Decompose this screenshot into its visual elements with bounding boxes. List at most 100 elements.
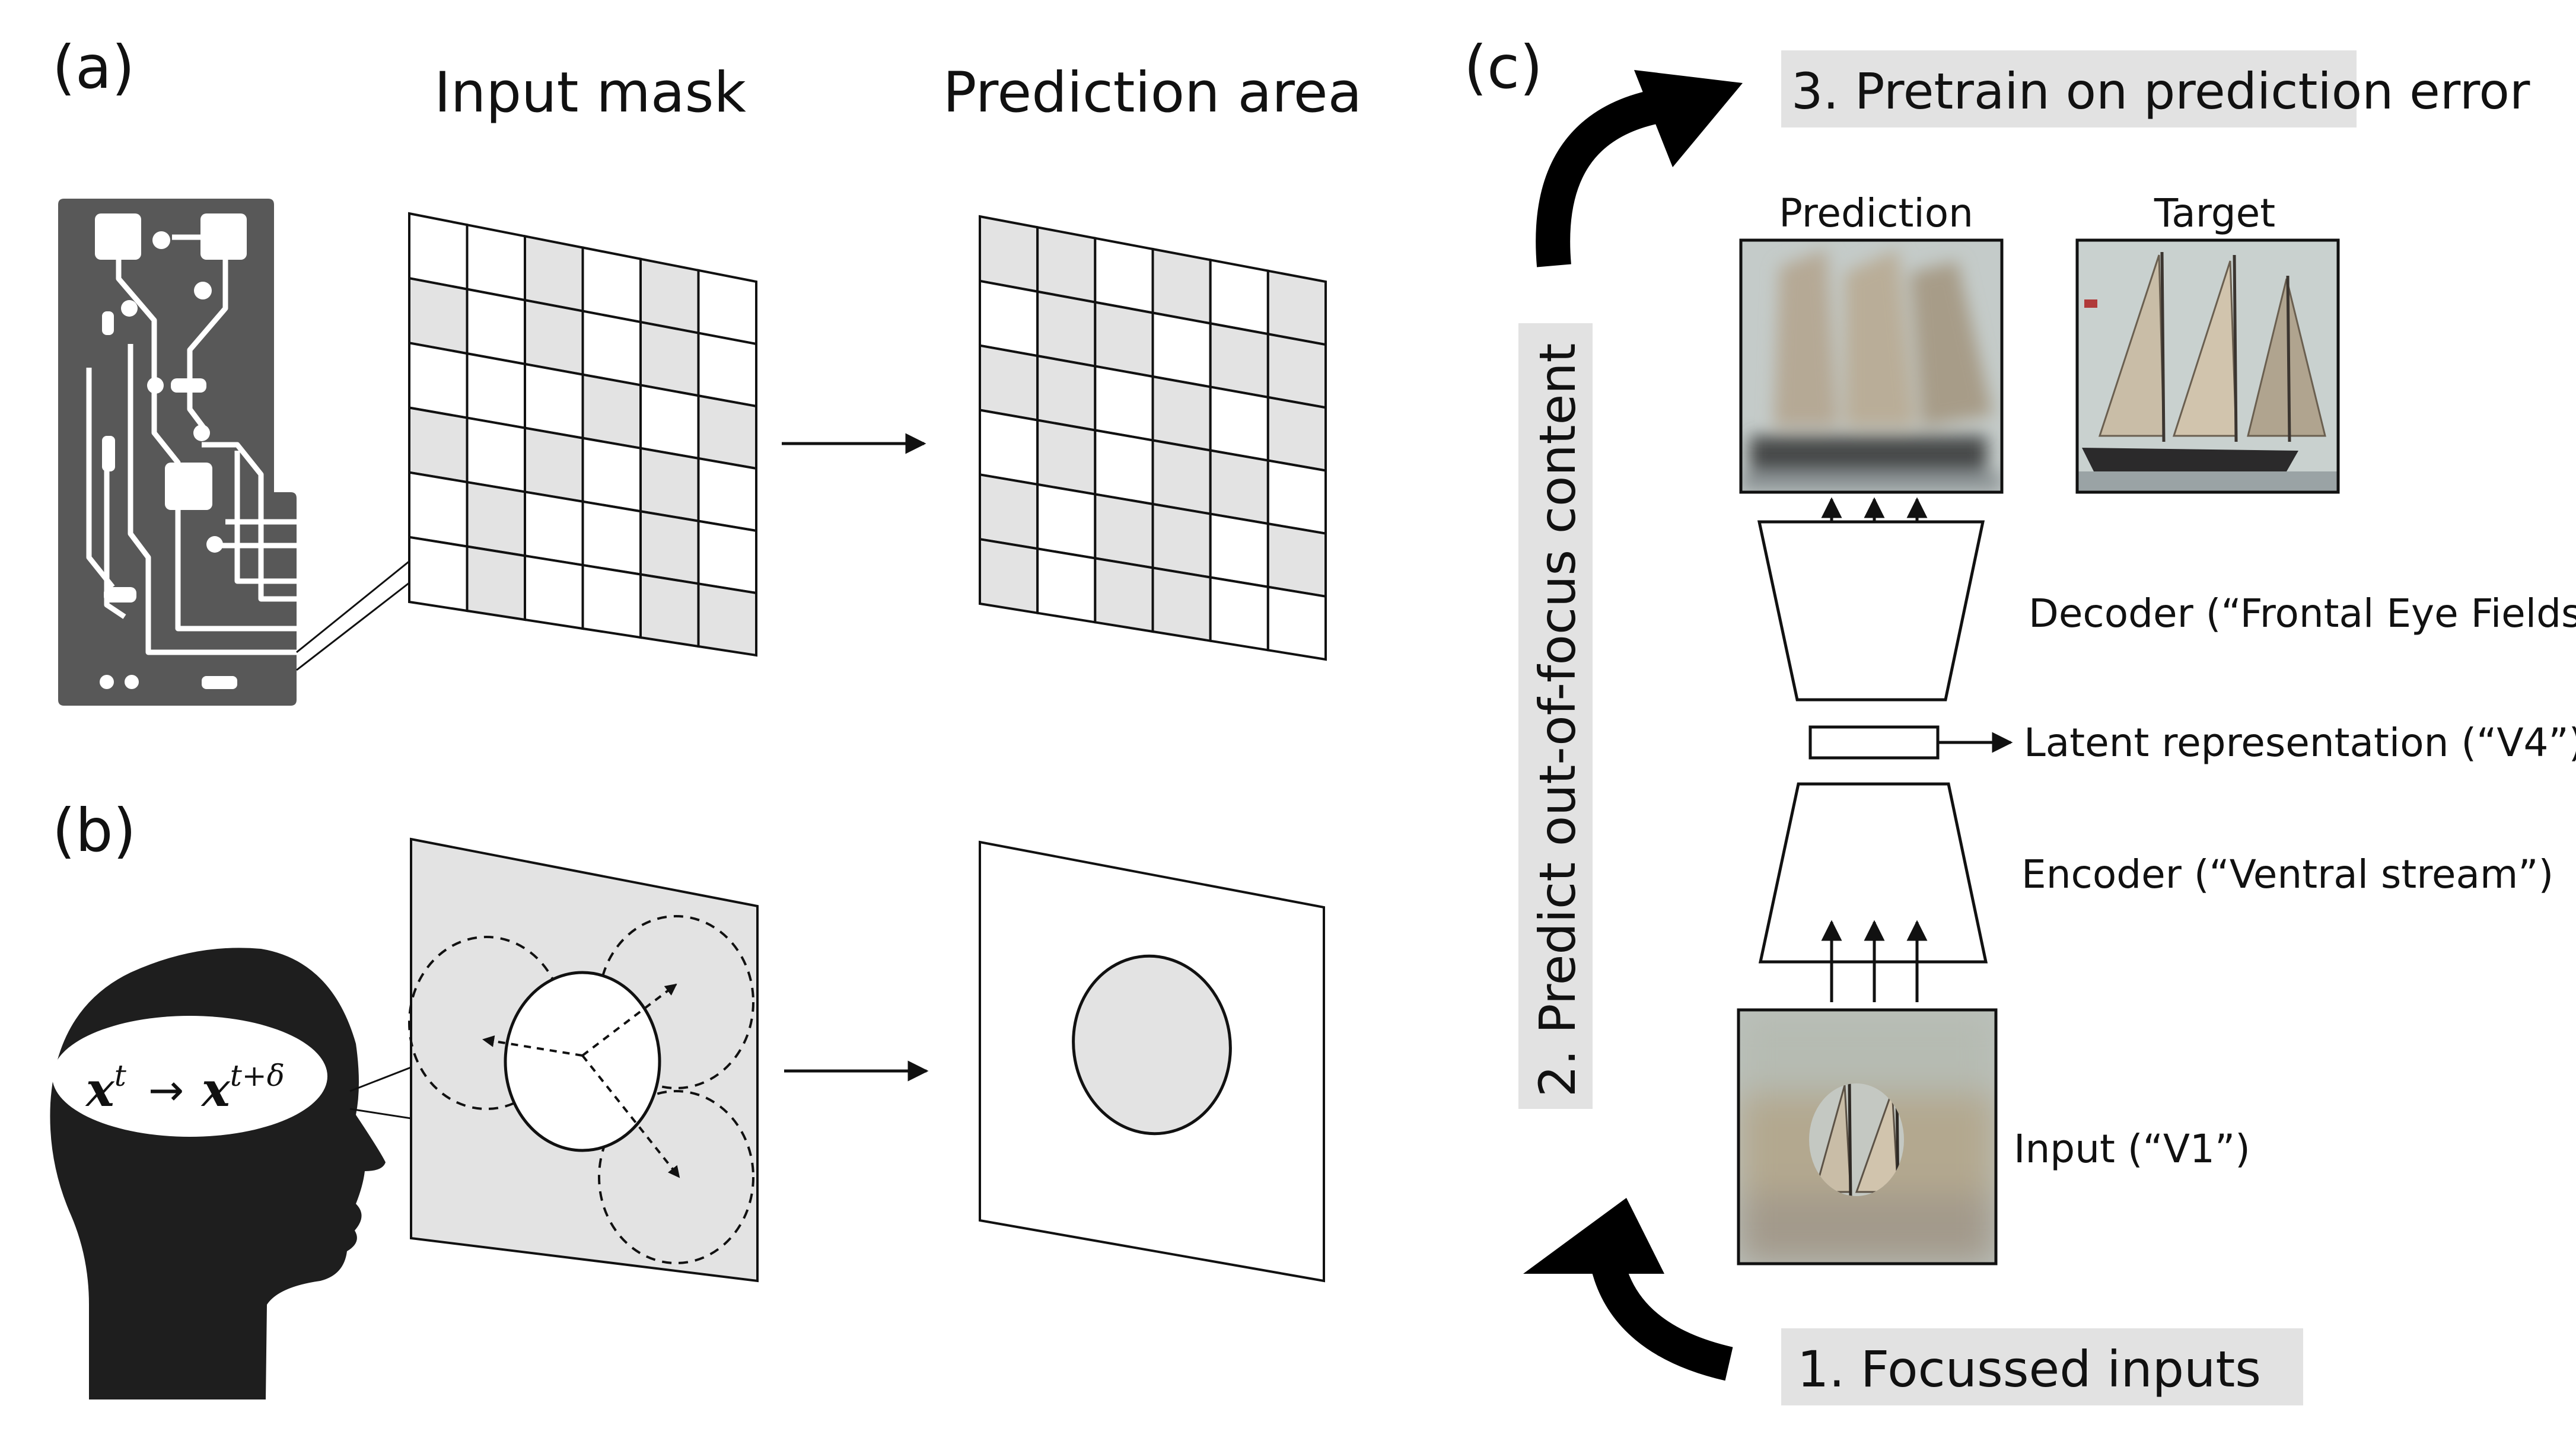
grid-cell bbox=[1036, 354, 1097, 432]
grid-cell bbox=[466, 545, 526, 621]
grid-cell bbox=[1266, 332, 1327, 409]
cycle-arrow-bottom bbox=[1523, 1198, 1733, 1381]
focus-prediction-plane bbox=[979, 840, 1325, 1283]
grid-cell bbox=[979, 537, 1039, 615]
input-image bbox=[1737, 1008, 1998, 1265]
grid-cell bbox=[466, 223, 526, 302]
latent-block bbox=[1808, 725, 1940, 760]
grid-cell bbox=[1151, 439, 1212, 515]
panel-b-label: (b) bbox=[52, 796, 136, 865]
grid-cell bbox=[408, 276, 469, 355]
grid-cell bbox=[697, 269, 757, 346]
grid-cell bbox=[639, 320, 700, 397]
predicted-region bbox=[1072, 954, 1232, 1136]
grid-cell bbox=[697, 519, 757, 595]
circuit-board-icon bbox=[58, 199, 297, 706]
grid-cell bbox=[639, 447, 700, 522]
focus-window bbox=[504, 971, 661, 1152]
grid-cell bbox=[1036, 483, 1097, 560]
prediction-image bbox=[1739, 238, 2004, 494]
grid-cell bbox=[1036, 290, 1097, 368]
grid-cell bbox=[524, 298, 584, 377]
grid-cell bbox=[639, 257, 700, 334]
encoder-block bbox=[1758, 782, 1988, 964]
grid-cell bbox=[524, 426, 584, 503]
grid-cell bbox=[1266, 396, 1327, 472]
grid-cell bbox=[1036, 547, 1097, 624]
grid-cell bbox=[1151, 247, 1212, 325]
grid-cell bbox=[639, 509, 700, 585]
grid-cell bbox=[1094, 493, 1154, 569]
grid-cell bbox=[979, 215, 1039, 294]
grid-cell bbox=[1151, 311, 1212, 388]
grid-cell bbox=[1266, 269, 1327, 346]
panel-c-label: (c) bbox=[1464, 33, 1543, 102]
target-image-label: Target bbox=[2154, 190, 2275, 236]
panel-a-label: (a) bbox=[52, 33, 135, 102]
grid-cell bbox=[1094, 237, 1154, 314]
grid-cell bbox=[1094, 429, 1154, 506]
input-label: Input (“V1”) bbox=[2014, 1126, 2250, 1172]
grid-cell bbox=[581, 563, 642, 639]
grid-cell bbox=[1209, 258, 1269, 336]
grid-cell bbox=[466, 416, 526, 493]
step3-label: 3. Pretrain on prediction error bbox=[1791, 62, 2530, 120]
grid-cell bbox=[1151, 566, 1212, 643]
grid-cell bbox=[524, 554, 584, 630]
grid-cell bbox=[697, 331, 757, 408]
grid-cell bbox=[408, 471, 469, 548]
grid-cell bbox=[1209, 576, 1269, 652]
grid-cell bbox=[581, 436, 642, 513]
grid-cell bbox=[697, 582, 757, 657]
grid-cell bbox=[1036, 419, 1097, 496]
grid-cell bbox=[1266, 522, 1327, 598]
grid-cell bbox=[1209, 385, 1269, 462]
grid-cell bbox=[979, 409, 1039, 486]
grid-cell bbox=[1036, 225, 1097, 304]
grid-cell bbox=[408, 341, 469, 419]
svg-text:xt+δ: xt+δ bbox=[200, 1059, 285, 1117]
grid-cell bbox=[581, 500, 642, 576]
grid-cell bbox=[1151, 375, 1212, 452]
prediction-area-grid bbox=[979, 215, 1327, 661]
latent-label: Latent representation (“V4”) bbox=[2024, 720, 2576, 766]
decoder-block bbox=[1757, 520, 1985, 702]
grid-cell bbox=[639, 573, 700, 648]
step3-box bbox=[1781, 50, 2357, 127]
grid-cell bbox=[524, 234, 584, 313]
step2-box bbox=[1518, 323, 1593, 1109]
target-image bbox=[2075, 238, 2340, 494]
grid-cell bbox=[466, 288, 526, 366]
step1-box bbox=[1781, 1328, 2303, 1405]
grid-cell bbox=[1094, 557, 1154, 633]
grid-cell bbox=[1209, 321, 1269, 399]
step1-label: 1. Focussed inputs bbox=[1797, 1340, 2261, 1398]
prediction-image-label: Prediction bbox=[1779, 190, 1973, 236]
grid-cell bbox=[524, 490, 584, 567]
prediction-area-header: Prediction area bbox=[943, 60, 1362, 125]
grid-cell bbox=[697, 457, 757, 533]
grid-cell bbox=[408, 406, 469, 484]
grid-cell bbox=[639, 384, 700, 460]
grid-cell bbox=[1266, 459, 1327, 535]
decoder-label: Decoder (“Frontal Eye Fields”) bbox=[2029, 591, 2576, 636]
encoder-input-arrows bbox=[1821, 920, 1928, 1002]
head-icon bbox=[50, 948, 386, 1399]
grid-cell bbox=[1209, 449, 1269, 525]
grid-cell bbox=[524, 362, 584, 440]
step2-label: 2. Predict out-of-focus content bbox=[1529, 343, 1587, 1097]
cycle-arrow-top bbox=[1536, 70, 1743, 267]
grid-cell bbox=[979, 473, 1039, 550]
grid-cell bbox=[697, 394, 757, 470]
svg-text:→: → bbox=[148, 1065, 184, 1115]
grid-cell bbox=[581, 373, 642, 450]
grid-cell bbox=[1151, 502, 1212, 579]
grid-cell bbox=[581, 310, 642, 387]
grid-cell bbox=[1094, 365, 1154, 442]
focus-input-plane bbox=[408, 837, 759, 1283]
grid-cell bbox=[1094, 301, 1154, 378]
grid-cell bbox=[408, 212, 469, 291]
grid-cell bbox=[979, 279, 1039, 358]
grid-cell bbox=[466, 480, 526, 557]
